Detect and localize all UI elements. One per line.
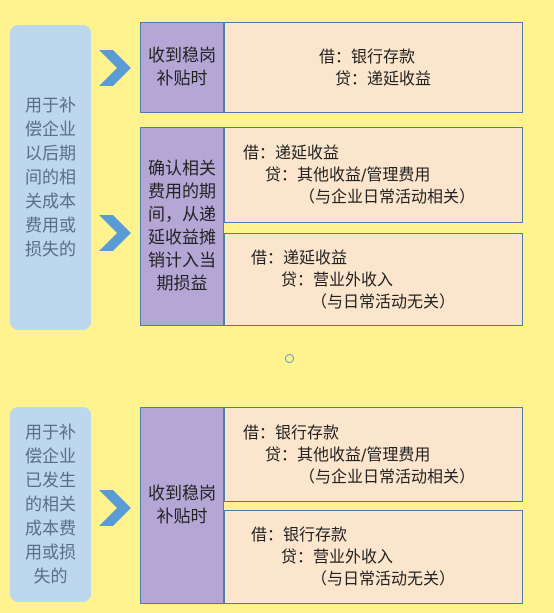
entry-note: （与企业日常活动相关） (299, 187, 476, 206)
entry-credit: 贷：营业外收入 (281, 269, 394, 289)
entry-credit: 贷：其他收益/管理费用 (265, 444, 431, 464)
entry-debit: 借：递延收益 (251, 247, 348, 267)
entry-credit: 贷：其他收益/管理费用 (265, 165, 431, 184)
step-box-receive-1: 收到稳岗补贴时 (140, 22, 224, 113)
entry-debit: 借：银行存款 (319, 46, 416, 66)
entry-box-1: 借：银行存款 贷：递延收益 (224, 22, 523, 113)
entry-debit: 借：银行存款 (243, 422, 340, 442)
left-label-box-2: 用于补偿企业已发生的相关成本费用或损失的 (10, 407, 91, 602)
step-label-receive-2: 收到稳岗补贴时 (148, 483, 216, 527)
step-box-amortize: 确认相关费用的期间，从递延收益摊销计入当期损益 (140, 127, 224, 326)
entry-note: （与日常活动无关） (311, 291, 456, 311)
chevron-right-icon (99, 215, 131, 251)
entry-debit: 借：递延收益 (243, 143, 340, 162)
entry-box-2a: 借：递延收益 贷：其他收益/管理费用 （与企业日常活动相关） (224, 127, 523, 223)
entry-credit: 贷：递延收益 (335, 68, 432, 88)
left-label-text-2: 用于补偿企业已发生的相关成本费用或损失的 (25, 422, 76, 587)
step-box-receive-2: 收到稳岗补贴时 (140, 407, 224, 604)
chevron-right-icon (99, 490, 131, 526)
left-label-box-1: 用于补偿企业以后期间的相关成本费用或损失的 (10, 25, 91, 330)
chevron-right-icon (99, 50, 131, 86)
step-label-receive-1: 收到稳岗补贴时 (148, 45, 216, 89)
entry-box-2b: 借：递延收益 贷：营业外收入 （与日常活动无关） (224, 233, 523, 326)
entry-debit: 借：银行存款 (251, 525, 348, 544)
step-label-amortize: 确认相关费用的期间，从递延收益摊销计入当期损益 (148, 158, 216, 294)
left-label-text-1: 用于补偿企业以后期间的相关成本费用或损失的 (25, 95, 76, 260)
entry-box-3b: 借：银行存款 贷：营业外收入 （与日常活动无关） (224, 510, 523, 604)
entry-box-3a: 借：银行存款 贷：其他收益/管理费用 （与企业日常活动相关） (224, 407, 523, 502)
separator-dot (285, 354, 294, 363)
entry-note: （与企业日常活动相关） (299, 466, 476, 486)
entry-note: （与日常活动无关） (311, 569, 456, 588)
entry-credit: 贷：营业外收入 (281, 547, 394, 566)
